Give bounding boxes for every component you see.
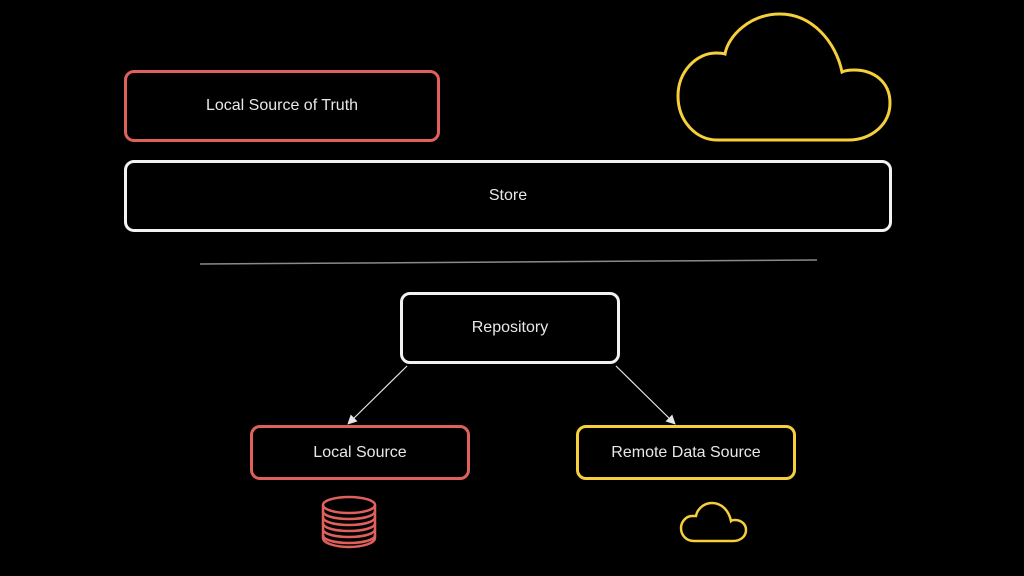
local-source-of-truth-node: Local Source of Truth	[124, 70, 440, 142]
store-node: Store	[124, 160, 892, 232]
remote-data-source-label: Remote Data Source	[611, 443, 761, 461]
arrow-repository-to-remote-source	[615, 365, 676, 425]
local-source-node: Local Source	[250, 425, 470, 480]
database-icon	[321, 495, 377, 549]
cloud-icon	[676, 12, 892, 142]
local-source-of-truth-label: Local Source of Truth	[205, 97, 359, 114]
divider-line	[199, 259, 818, 265]
repository-node: Repository	[400, 292, 620, 364]
arrow-repository-to-local-source	[347, 365, 408, 425]
cloud-icon	[679, 501, 748, 543]
store-label: Store	[488, 187, 528, 204]
repository-label: Repository	[471, 319, 549, 336]
local-source-label: Local Source	[313, 443, 407, 461]
remote-data-source-node: Remote Data Source	[576, 425, 796, 480]
